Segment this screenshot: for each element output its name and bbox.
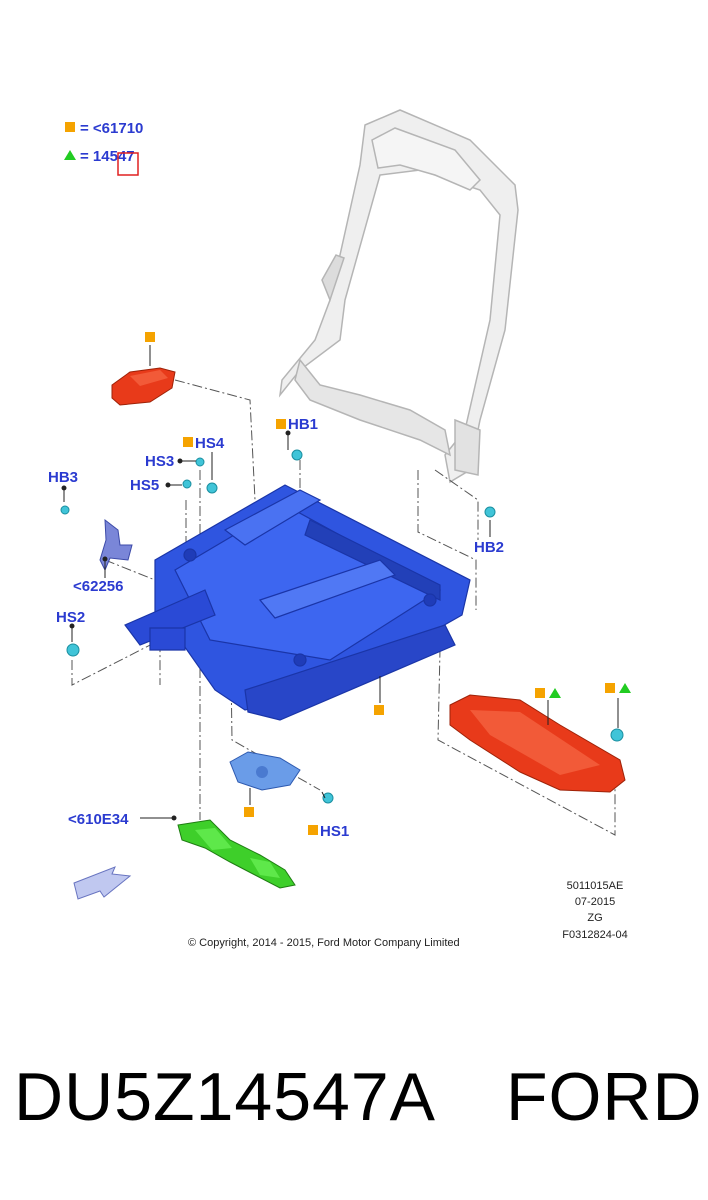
fastener-hs5 [182,479,192,489]
callout-hb2: HB2 [474,539,504,556]
callout-hs3: HS3 [145,453,174,470]
legend-square-label: = <61710 [80,120,143,137]
square-marker [145,332,155,342]
seat-frame-diagram: = <61710 = 14547 [48,109,631,949]
square-marker [244,807,254,817]
recliner-mechanism [111,332,176,406]
fastener-hs2 [66,643,80,657]
fastener-hs3 [195,457,205,467]
callout-hs4: HS4 [195,435,225,452]
callout-610e34: <610E34 [68,811,129,828]
track-cover [449,683,631,793]
highlight-box [117,152,139,176]
info-zg: ZG [587,912,602,924]
callout-hb3: HB3 [48,469,78,486]
legend-triangle-marker [64,150,76,160]
info-code: 5011015AE [567,880,624,892]
fastener-hb3 [60,505,70,515]
seat-back-frame [278,109,519,484]
square-marker-hs1 [308,825,318,835]
square-marker [605,683,615,693]
square-marker [535,688,545,698]
square-marker-hs4 [183,437,193,447]
fasteners [60,449,496,804]
part-footer: DU5Z14547A FORD [0,1040,708,1160]
legend: = <61710 = 14547 [64,120,143,176]
square-marker-hb1 [276,419,286,429]
info-block: 5011015AE 07-2015 ZG F0312824-04 © Copyr… [188,880,628,949]
copyright: © Copyright, 2014 - 2015, Ford Motor Com… [188,937,460,949]
brand-name: FORD [506,1059,703,1135]
fastener-hs4 [206,482,218,494]
square-marker-track [374,705,384,715]
part-number: DU5Z14547A [14,1059,437,1135]
legend-triangle-label: = 14547 [80,148,135,165]
callout-hs2: HS2 [56,609,85,626]
triangle-marker [549,688,561,698]
wire-bracket [99,518,133,578]
callout-hs1: HS1 [320,823,349,840]
callout-labels: HB1 HB2 HB3 HS1 HS2 HS3 HS4 HS5 <62256 <… [48,416,504,840]
callout-leaders [61,430,491,799]
info-figure: F0312824-04 [562,929,627,941]
front-direction-arrow [73,866,132,900]
info-date: 07-2015 [575,896,615,908]
fastener-hb1 [291,449,303,461]
callout-hb1: HB1 [288,416,318,433]
callout-62256: <62256 [73,578,123,595]
fastener-hs1 [322,792,334,804]
legend-square-marker [65,122,75,132]
callout-hs5: HS5 [130,477,159,494]
triangle-marker [619,683,631,693]
fastener-hb2 [484,506,496,518]
wiring-harness [140,815,296,889]
fastener [610,728,624,742]
seat-cushion-frame [124,484,471,721]
mounting-bracket [229,751,301,817]
